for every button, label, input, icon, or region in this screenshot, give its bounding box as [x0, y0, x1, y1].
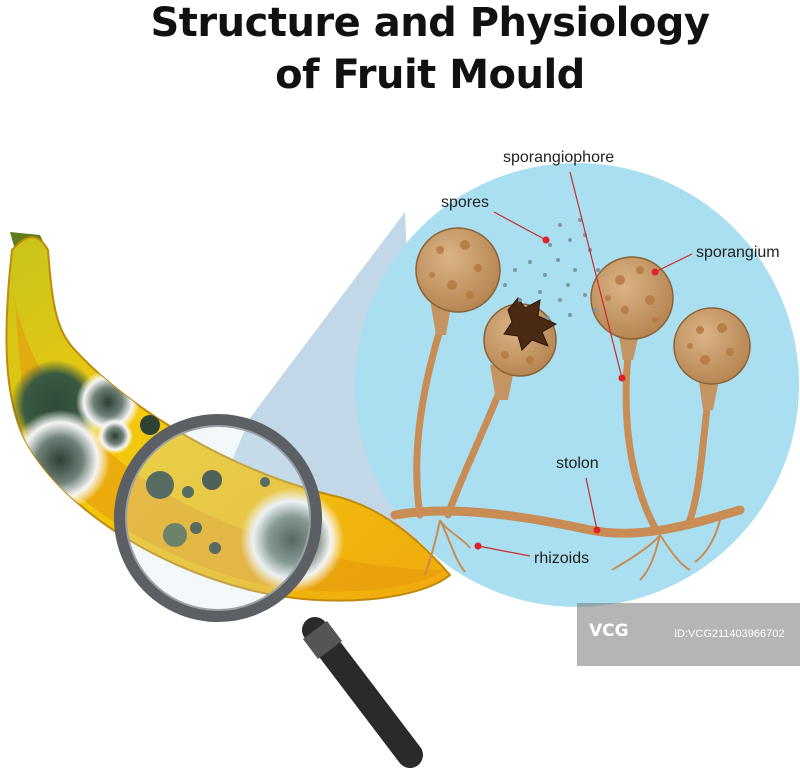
- diagram-title-line-2: of Fruit Mould: [275, 52, 585, 98]
- watermark-logo: VCG: [589, 621, 629, 641]
- diagram-title-line-1: Structure and Physiology: [150, 0, 710, 46]
- watermark-id: ID:VCG211403966702: [674, 628, 785, 640]
- label-sporangiophore: sporangiophore: [503, 149, 614, 166]
- magnified-view-circle: [355, 163, 799, 607]
- label-stolon: stolon: [556, 455, 599, 472]
- label-dots: [474, 236, 659, 550]
- label-leader-lines: [477, 171, 693, 557]
- label-rhizoids: rhizoids: [534, 550, 589, 567]
- label-sporangium: sporangium: [696, 244, 780, 261]
- watermark-banner: VCG ID:VCG211403966702: [577, 603, 800, 666]
- magnifying-glass-icon: [114, 414, 423, 768]
- label-spores: spores: [441, 194, 489, 211]
